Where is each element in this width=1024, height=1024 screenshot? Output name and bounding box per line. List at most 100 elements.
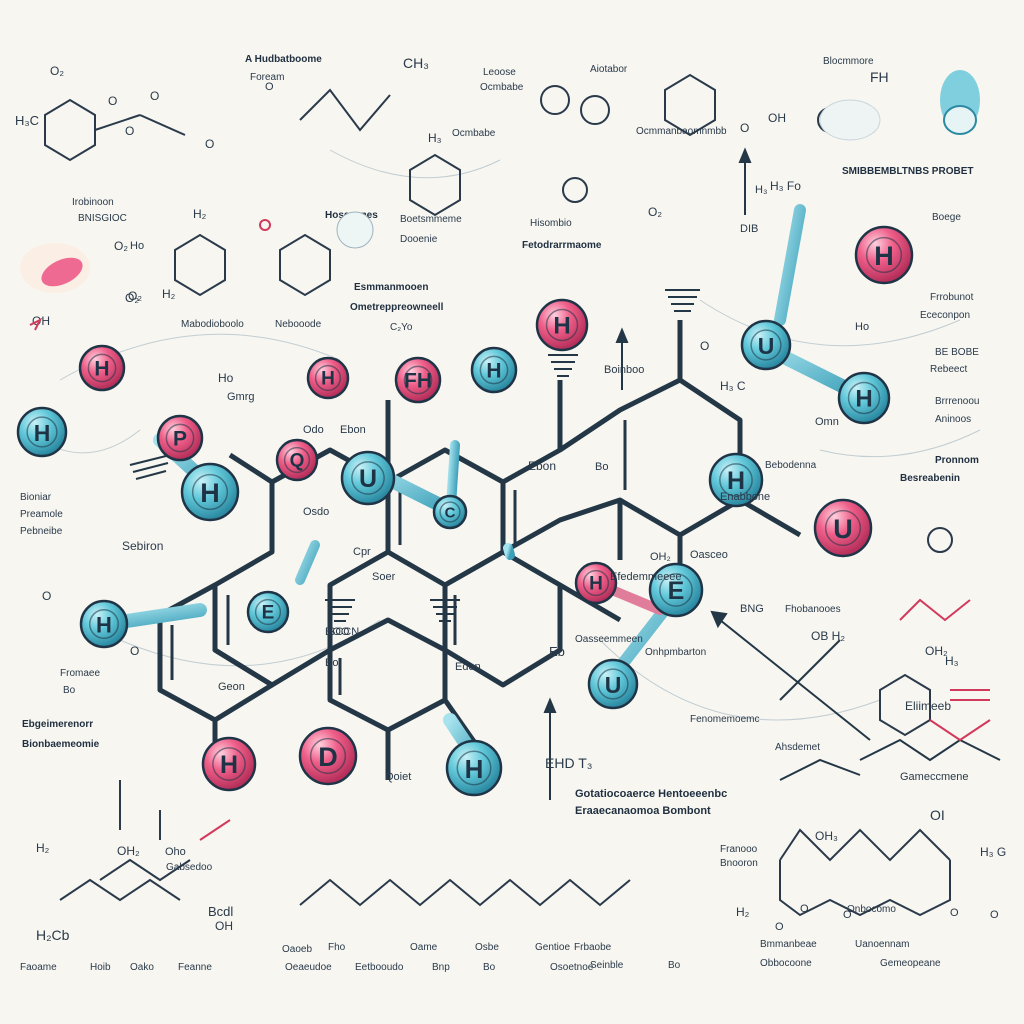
atom-letter: D xyxy=(318,742,338,772)
diagram-label: OH xyxy=(215,919,233,933)
diagram-label: Eb xyxy=(549,644,565,659)
diagram-label: H₃ xyxy=(755,184,767,196)
diagram-label: H₃ Fo xyxy=(770,179,801,193)
pink-atom-2: H xyxy=(78,344,126,392)
diagram-label: O₂ xyxy=(50,64,64,78)
diagram-label: Frrobunot xyxy=(930,292,974,303)
diagram-label: Ometreppreowneell xyxy=(350,302,444,313)
diagram-label: DIB xyxy=(740,223,758,235)
diagram-label: Fho xyxy=(328,942,346,953)
diagram-label: OI xyxy=(930,807,945,823)
cyan-atom-4: H xyxy=(180,462,240,522)
atom-letter: U xyxy=(359,465,377,493)
diagram-label: Bebodenna xyxy=(765,460,817,471)
atom-inner-ring xyxy=(479,355,509,385)
atom-letter: H xyxy=(321,369,335,390)
pink-atom-12: H xyxy=(854,225,914,285)
atom-sphere xyxy=(740,319,792,371)
diagram-label: H₃ xyxy=(428,131,442,145)
pink-atom-3: P xyxy=(156,414,204,462)
atom-letter: E xyxy=(262,603,275,624)
atom-sphere xyxy=(574,561,618,605)
atom-letter: H xyxy=(220,751,238,779)
diagram-label: O xyxy=(265,81,274,93)
diagram-label: Ebon xyxy=(528,459,556,473)
diagram-label: Ocmmanbaomnmbb xyxy=(636,126,727,137)
diagram-label: Odo xyxy=(303,424,324,436)
diagram-label: Brrrenoou xyxy=(935,396,979,407)
cyan-atom-20: U xyxy=(587,658,639,710)
diagram-label: Ho xyxy=(218,371,234,385)
diagram-label: Aninoos xyxy=(935,414,971,425)
atom-letter: Q xyxy=(290,451,305,472)
diagram-label: SCCN xyxy=(328,626,359,638)
diagram-label: Eetbooudo xyxy=(355,962,404,973)
atom-sphere xyxy=(306,356,350,400)
atom-letter: H xyxy=(34,420,51,446)
atom-letter: H xyxy=(855,386,872,413)
cyan-atom-1: H xyxy=(16,406,68,458)
atom-sphere xyxy=(275,438,319,482)
diagram-label: Frbaobe xyxy=(574,942,612,953)
diagram-label: Omn xyxy=(815,416,839,428)
atom-inner-ring xyxy=(351,461,385,495)
atom-letter: H xyxy=(94,358,109,381)
diagram-label: Bionbaemeomie xyxy=(22,739,100,750)
atom-inner-ring xyxy=(750,329,782,361)
diagram-label: Ocmbabe xyxy=(452,128,496,139)
diagram-label: Gameccmene xyxy=(900,771,968,783)
atom-sphere xyxy=(298,726,358,786)
diagram-label: O xyxy=(42,589,51,603)
diagram-label: OH xyxy=(768,111,786,125)
atom-inner-ring xyxy=(165,423,195,453)
diagram-label: O xyxy=(130,644,139,658)
peripheral-molecules xyxy=(44,73,953,917)
diagram-label: Oasceo xyxy=(690,549,728,561)
atom-sphere xyxy=(201,736,257,792)
atom-sphere xyxy=(79,599,129,649)
diagram-label: BE BOBE xyxy=(935,347,979,358)
atom-inner-ring xyxy=(212,747,246,781)
diagram-label: Seinble xyxy=(590,960,624,971)
atom-letter: FH xyxy=(404,370,432,393)
atom-sphere xyxy=(78,344,126,392)
atom-sphere xyxy=(156,414,204,462)
atom-sphere xyxy=(246,590,290,634)
pink-atom-15: U xyxy=(813,498,873,558)
atom-letter: H xyxy=(553,313,570,340)
diagram-label: Bnp xyxy=(432,962,450,973)
atom-inner-ring xyxy=(309,737,347,775)
diagram-label: Franooo xyxy=(720,844,758,855)
diagram-label: O xyxy=(843,909,852,921)
diagram-label: O₂ xyxy=(125,291,139,305)
atom-sphere xyxy=(340,450,396,506)
diagram-label: Hisombio xyxy=(530,218,572,229)
atom-inner-ring xyxy=(582,569,610,597)
atom-inner-ring xyxy=(283,446,311,474)
diagram-label: Faoame xyxy=(20,962,57,973)
diagram-label: Sebiron xyxy=(122,539,163,553)
double-bonds xyxy=(170,420,627,695)
atom-inner-ring xyxy=(403,365,433,395)
cyan-atom-23: H xyxy=(445,739,503,797)
diagram-label: OH₂ xyxy=(925,644,948,658)
diagram-label: OH₃ xyxy=(815,829,838,843)
atom-sphere xyxy=(16,406,68,458)
atom-inner-ring xyxy=(314,364,342,392)
diagram-label: Gmrg xyxy=(227,391,255,403)
diagram-label: Ocmbabe xyxy=(480,82,524,93)
diagram-label: OH₂ xyxy=(650,551,671,563)
diagram-label: Bo xyxy=(63,685,76,696)
atom-inner-ring xyxy=(719,463,753,497)
diagram-label: Fromaee xyxy=(60,668,100,679)
atom-letter: U xyxy=(605,672,622,698)
atom-letter: H xyxy=(727,467,745,495)
cyan-atom-24: H xyxy=(79,599,129,649)
atom-sphere xyxy=(394,356,442,404)
arrows xyxy=(543,147,1001,800)
diagram-label: Cpr xyxy=(353,546,371,558)
atom-letter: H xyxy=(874,241,894,271)
pink-atom-8: FH xyxy=(394,356,442,404)
diagram-label: Foream xyxy=(250,72,284,83)
